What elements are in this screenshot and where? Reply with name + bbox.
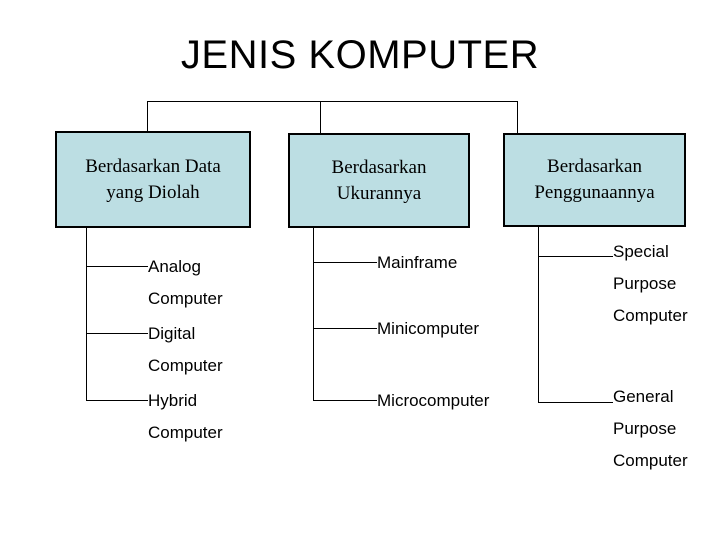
category-box-usage-line1: Berdasarkan <box>547 156 642 177</box>
connector-stub-data-3 <box>86 400 148 401</box>
category-box-data-line1: Berdasarkan Data <box>85 155 221 177</box>
connector-bus-horizontal <box>147 101 518 102</box>
leaf-microcomputer-line1: Microcomputer <box>377 391 490 410</box>
leaf-hybrid-computer-line2: Computer <box>148 423 223 442</box>
connector-stub-size-3 <box>313 400 377 401</box>
leaf-minicomputer-line1: Minicomputer <box>377 319 480 338</box>
leaf-digital-computer[interactable]: Digital Computer <box>148 318 223 382</box>
leaf-hybrid-computer-line1: Hybrid <box>148 391 198 410</box>
connector-bus-drop-data <box>147 101 148 132</box>
connector-stub-data-1 <box>86 266 148 267</box>
connector-bus-drop-usage <box>517 101 518 134</box>
leaf-mainframe-line1: Mainframe <box>377 253 458 272</box>
leaf-general-purpose-computer-line2: Purpose <box>613 419 677 438</box>
leaf-analog-computer-line2: Computer <box>148 289 223 308</box>
category-box-size-line2: Ukurannya <box>336 182 422 204</box>
connector-stub-usage-1 <box>538 256 613 257</box>
leaf-microcomputer[interactable]: Microcomputer <box>377 385 489 417</box>
connector-stub-size-2 <box>313 328 377 329</box>
page-title: JENIS KOMPUTER <box>180 33 540 77</box>
connector-trunk-usage <box>538 227 539 403</box>
leaf-mainframe[interactable]: Mainframe <box>377 247 457 279</box>
connector-stub-size-1 <box>313 262 377 263</box>
category-box-size-line1: Berdasarkan <box>331 156 427 178</box>
leaf-hybrid-computer[interactable]: Hybrid Computer <box>148 385 223 449</box>
leaf-analog-computer-line1: Analog <box>148 257 201 276</box>
leaf-special-purpose-computer[interactable]: Special Purpose Computer <box>613 236 688 332</box>
leaf-digital-computer-line1: Digital <box>148 324 196 343</box>
category-box-data-line2: yang Diolah <box>106 181 200 203</box>
leaf-minicomputer[interactable]: Minicomputer <box>377 313 479 345</box>
category-box-data[interactable]: Berdasarkan Data yang Diolah <box>55 131 251 228</box>
connector-trunk-data <box>86 228 87 401</box>
connector-stub-usage-2 <box>538 402 613 403</box>
connector-bus-drop-size <box>320 101 321 134</box>
category-box-usage[interactable]: Berdasarkan Penggunaannya <box>503 133 686 227</box>
leaf-special-purpose-computer-line3: Computer <box>613 306 688 325</box>
leaf-special-purpose-computer-line1: Special <box>613 242 669 261</box>
leaf-special-purpose-computer-line2: Purpose <box>613 274 677 293</box>
category-box-usage-line2: Penggunaannya <box>534 182 655 203</box>
leaf-general-purpose-computer[interactable]: General Purpose Computer <box>613 381 688 477</box>
leaf-analog-computer[interactable]: Analog Computer <box>148 251 223 315</box>
category-box-size[interactable]: Berdasarkan Ukurannya <box>288 133 470 228</box>
leaf-digital-computer-line2: Computer <box>148 356 223 375</box>
connector-stub-data-2 <box>86 333 148 334</box>
leaf-general-purpose-computer-line1: General <box>613 387 674 406</box>
connector-trunk-size <box>313 228 314 401</box>
leaf-general-purpose-computer-line3: Computer <box>613 451 688 470</box>
